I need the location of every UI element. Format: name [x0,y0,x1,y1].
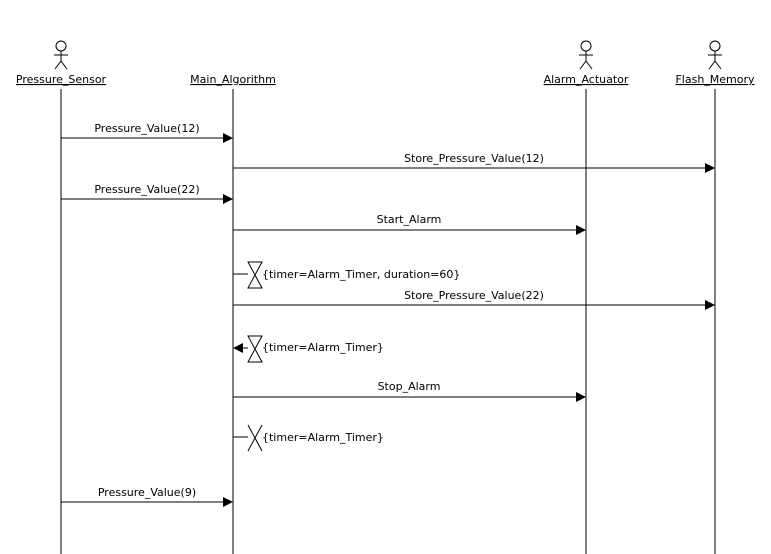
message-label: Store_Pressure_Value(22) [404,289,544,302]
message-stop-alarm: Stop_Alarm [233,380,586,402]
message-start-alarm: Start_Alarm [233,213,586,235]
participant-label: Alarm_Actuator [544,73,629,86]
participant-label: Pressure_Sensor [16,73,107,86]
message-label: Pressure_Value(12) [94,122,199,135]
actor-icon [708,40,722,70]
timer-label: {timer=Alarm_Timer} [262,341,384,354]
participant-label: Flash_Memory [675,73,755,86]
participant-flash-memory: Flash_Memory [675,40,755,554]
message-label: Pressure_Value(9) [98,486,196,499]
actor-icon [54,40,68,70]
actor-icon [579,40,593,70]
message-store-pressure-value-22: Store_Pressure_Value(22) [233,289,715,310]
cancel-cross-icon [247,424,263,452]
timer-label: {timer=Alarm_Timer, duration=60} [262,268,460,281]
message-label: Stop_Alarm [378,380,441,393]
participant-main-algorithm: Main_Algorithm [190,73,276,554]
timer-set: {timer=Alarm_Timer, duration=60} [233,261,460,289]
timer-timeout: {timer=Alarm_Timer} [233,335,384,363]
message-pressure-value-22: Pressure_Value(22) [61,183,233,204]
message-pressure-value-12: Pressure_Value(12) [61,122,233,143]
hourglass-icon [247,261,263,289]
timer-cancel: {timer=Alarm_Timer} [233,424,384,452]
message-label: Start_Alarm [377,213,442,226]
message-label: Store_Pressure_Value(12) [404,152,544,165]
message-pressure-value-9: Pressure_Value(9) [61,486,233,507]
timer-label: {timer=Alarm_Timer} [262,431,384,444]
participant-alarm-actuator: Alarm_Actuator [544,40,629,554]
hourglass-icon [247,335,263,363]
message-store-pressure-value-12: Store_Pressure_Value(12) [233,152,715,173]
participant-pressure-sensor: Pressure_Sensor [16,40,107,554]
participant-label: Main_Algorithm [190,73,276,86]
message-label: Pressure_Value(22) [94,183,199,196]
